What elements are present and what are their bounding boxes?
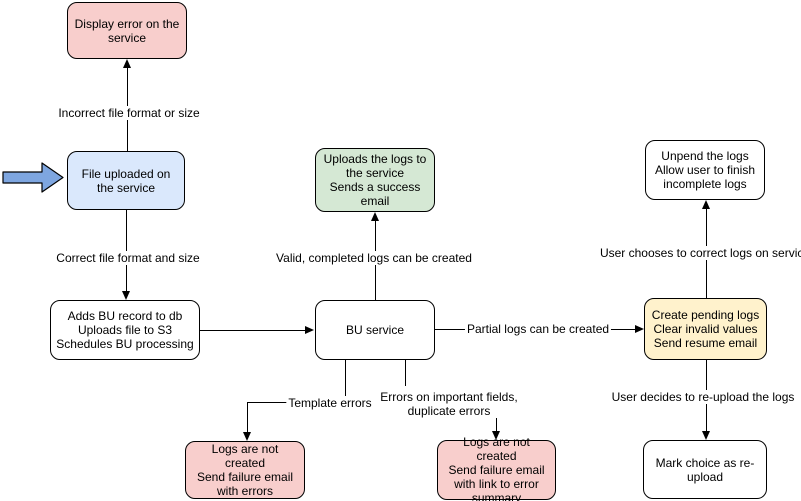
edge-label-reupload: User decides to re-upload the logs <box>609 390 797 404</box>
arrowhead-right-icon <box>305 326 314 334</box>
entry-right-arrow-icon <box>2 161 64 194</box>
node-mark-choice-reupload: Mark choice as re-upload <box>643 440 767 499</box>
node-logs-not-created-errors: Logs are not created Send failure email … <box>185 441 305 499</box>
connector-line <box>405 360 406 386</box>
arrowhead-up-icon <box>371 212 379 221</box>
edge-label-important-field-errors: Errors on important fields, duplicate er… <box>378 390 520 418</box>
arrowhead-up-icon <box>123 59 131 68</box>
edge-label-partial-logs: Partial logs can be created <box>464 322 612 336</box>
edge-label-valid-logs: Valid, completed logs can be created <box>274 251 474 265</box>
connector-line <box>345 360 346 398</box>
connector-line <box>496 418 497 432</box>
edge-label-correct-file: Correct file format and size <box>54 251 202 265</box>
edge-label-incorrect-file: Incorrect file format or size <box>56 106 202 120</box>
arrowhead-down-icon <box>122 291 130 300</box>
node-bu-service: BU service <box>315 300 435 360</box>
node-display-error: Display error on the service <box>67 2 187 59</box>
node-file-uploaded: File uploaded on the service <box>67 151 185 210</box>
arrowhead-down-icon <box>492 431 500 440</box>
node-create-pending-logs: Create pending logs Clear invalid values… <box>644 298 767 360</box>
edge-label-correct-on-service: User chooses to correct logs on service <box>597 246 801 260</box>
node-adds-bu-record: Adds BU record to db Uploads file to S3 … <box>50 300 200 360</box>
connector-line <box>200 330 306 331</box>
node-uploads-logs: Uploads the logs to the service Sends a … <box>315 148 435 212</box>
edge-label-template-errors: Template errors <box>286 396 374 410</box>
arrowhead-right-icon <box>635 325 644 333</box>
arrowhead-down-icon <box>702 431 710 440</box>
connector-line <box>247 402 248 432</box>
node-logs-not-created-summary: Logs are not created Send failure email … <box>437 435 556 501</box>
arrowhead-up-icon <box>702 200 710 209</box>
node-unpend-logs: Unpend the logs Allow user to finish inc… <box>645 140 765 200</box>
arrowhead-down-icon <box>243 432 251 441</box>
